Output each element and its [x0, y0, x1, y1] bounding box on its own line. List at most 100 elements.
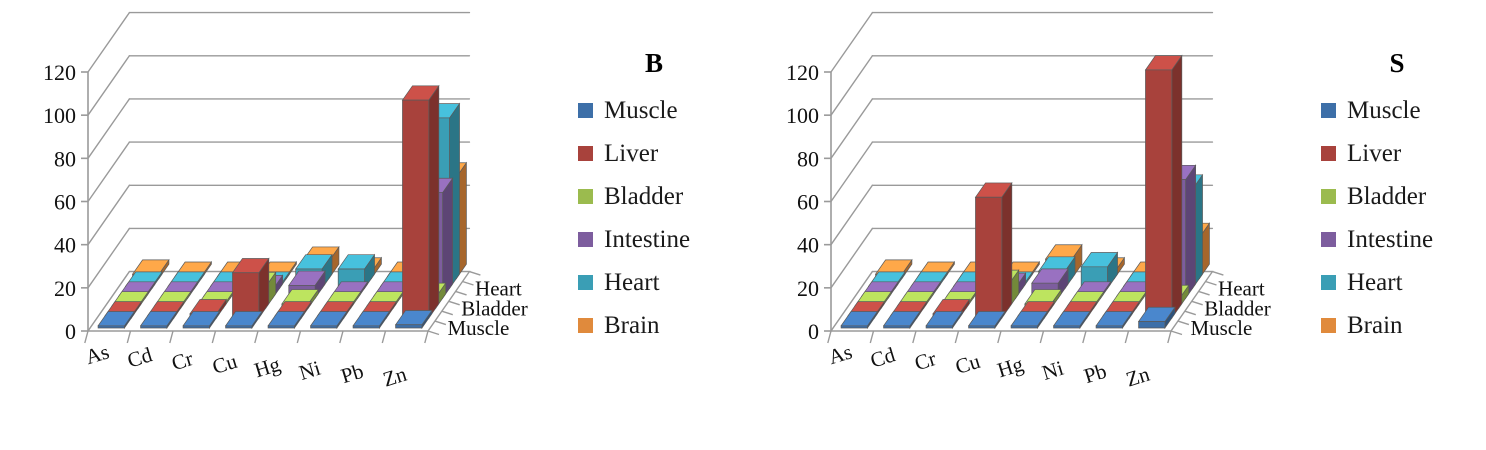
- y-axis-tick-label: 20: [54, 276, 76, 301]
- legend-item-label: Bladder: [1347, 183, 1427, 210]
- bar-3d: [1095, 310, 1134, 330]
- bar-3d: [1052, 310, 1091, 330]
- bar-3d: [974, 181, 1013, 320]
- legend-swatch-icon: [1321, 318, 1336, 333]
- legend-item[interactable]: Heart: [1308, 261, 1486, 304]
- y-axis-tick-label: 60: [54, 190, 76, 215]
- x-axis-category-label: Pb: [1081, 359, 1109, 388]
- bar-3d: [925, 310, 964, 330]
- legend-item-label: Brain: [1347, 312, 1403, 339]
- x-axis-category-label: As: [826, 339, 855, 369]
- y-axis-tick-label: 100: [43, 103, 76, 128]
- legend-swatch-icon: [578, 318, 593, 333]
- y-axis-tick-label: 0: [808, 319, 819, 344]
- legend-item-label: Heart: [604, 269, 660, 296]
- y-axis-tick-label: 40: [54, 233, 76, 258]
- bar-3d: [139, 310, 178, 330]
- legend-item[interactable]: Liver: [1308, 132, 1486, 175]
- bar-3d: [224, 310, 263, 330]
- legend-item-label: Liver: [1347, 140, 1402, 167]
- bar-3d: [967, 310, 1006, 330]
- depth-axis-category-label: Muscle: [447, 316, 509, 340]
- legend-item[interactable]: Brain: [565, 304, 743, 347]
- legend-item[interactable]: Bladder: [565, 175, 743, 218]
- legend-item[interactable]: Liver: [565, 132, 743, 175]
- depth-axis-category-label: Muscle: [1190, 316, 1252, 340]
- legend-item[interactable]: Intestine: [1308, 218, 1486, 261]
- bar-3d: [1010, 310, 1049, 330]
- bar-3d: [231, 257, 270, 320]
- legend-title-s: S: [1389, 48, 1405, 78]
- depth-axis-category-label: Bladder: [1204, 296, 1270, 320]
- x-axis-category-label: Zn: [1123, 362, 1153, 392]
- x-axis-category-label: Ni: [1039, 356, 1066, 385]
- legend-item-label: Bladder: [604, 183, 684, 210]
- legend-swatch-icon: [578, 146, 593, 161]
- bar-3d: [352, 310, 391, 330]
- x-axis-category-label: Ni: [296, 356, 323, 385]
- x-axis-category-label: Cd: [124, 342, 155, 372]
- legend-item-label: Brain: [604, 312, 660, 339]
- legend-item[interactable]: Muscle: [1308, 89, 1486, 132]
- x-axis-category-label: Hg: [251, 352, 283, 383]
- legend-swatch-icon: [1321, 232, 1336, 247]
- legend-title-b: B: [644, 48, 663, 78]
- y-axis-tick-label: 60: [797, 190, 819, 215]
- depth-axis-category-label: Heart: [475, 276, 522, 300]
- y-axis-tick-label: 40: [797, 233, 819, 258]
- x-axis-category-label: Cd: [867, 342, 898, 372]
- x-axis-category-label: Zn: [380, 362, 410, 392]
- legend-item-label: Muscle: [604, 97, 678, 124]
- legend-item[interactable]: Heart: [565, 261, 743, 304]
- legend-swatch-icon: [1321, 146, 1336, 161]
- bar-3d: [309, 310, 348, 330]
- x-axis-category-label: Pb: [338, 359, 366, 388]
- legend-item[interactable]: Intestine: [565, 218, 743, 261]
- y-axis-tick-label: 20: [797, 276, 819, 301]
- bar-3d: [394, 309, 433, 330]
- x-axis-category-label: Cu: [209, 349, 240, 379]
- legend-swatch-icon: [578, 232, 593, 247]
- y-axis-tick-label: 120: [43, 60, 76, 85]
- depth-axis-category-label: Bladder: [461, 296, 527, 320]
- legend-item[interactable]: Brain: [1308, 304, 1486, 347]
- y-axis-tick-label: 120: [786, 60, 819, 85]
- legend-item[interactable]: Muscle: [565, 89, 743, 132]
- legend-item-label: Muscle: [1347, 97, 1421, 124]
- bar-3d: [267, 310, 306, 330]
- legend-item[interactable]: Bladder: [1308, 175, 1486, 218]
- bar-3d: [1144, 54, 1183, 320]
- legend-swatch-icon: [578, 275, 593, 290]
- bar-3d: [401, 84, 440, 320]
- bar-3d: [882, 310, 921, 330]
- y-axis-tick-label: 100: [786, 103, 819, 128]
- bar-3d: [840, 310, 879, 330]
- x-axis-category-label: As: [83, 339, 112, 369]
- legend-item-label: Intestine: [604, 226, 691, 253]
- bar-3d: [97, 310, 136, 330]
- y-axis-tick-label: 80: [54, 146, 76, 171]
- x-axis-category-label: Cr: [169, 346, 196, 375]
- y-axis-tick-label: 80: [797, 146, 819, 171]
- legend-swatch-icon: [1321, 103, 1336, 118]
- x-axis-category-label: Cr: [912, 346, 939, 375]
- x-axis-category-label: Hg: [994, 352, 1026, 383]
- legend-swatch-icon: [578, 103, 593, 118]
- legend-swatch-icon: [1321, 189, 1336, 204]
- legend-item-label: Liver: [604, 140, 659, 167]
- legend-item-label: Heart: [1347, 269, 1403, 296]
- bar-3d: [182, 310, 221, 330]
- legend-swatch-icon: [578, 189, 593, 204]
- legend-item-label: Intestine: [1347, 226, 1434, 253]
- legend-swatch-icon: [1321, 275, 1336, 290]
- y-axis-tick-label: 0: [65, 319, 76, 344]
- bar-3d: [1137, 306, 1176, 330]
